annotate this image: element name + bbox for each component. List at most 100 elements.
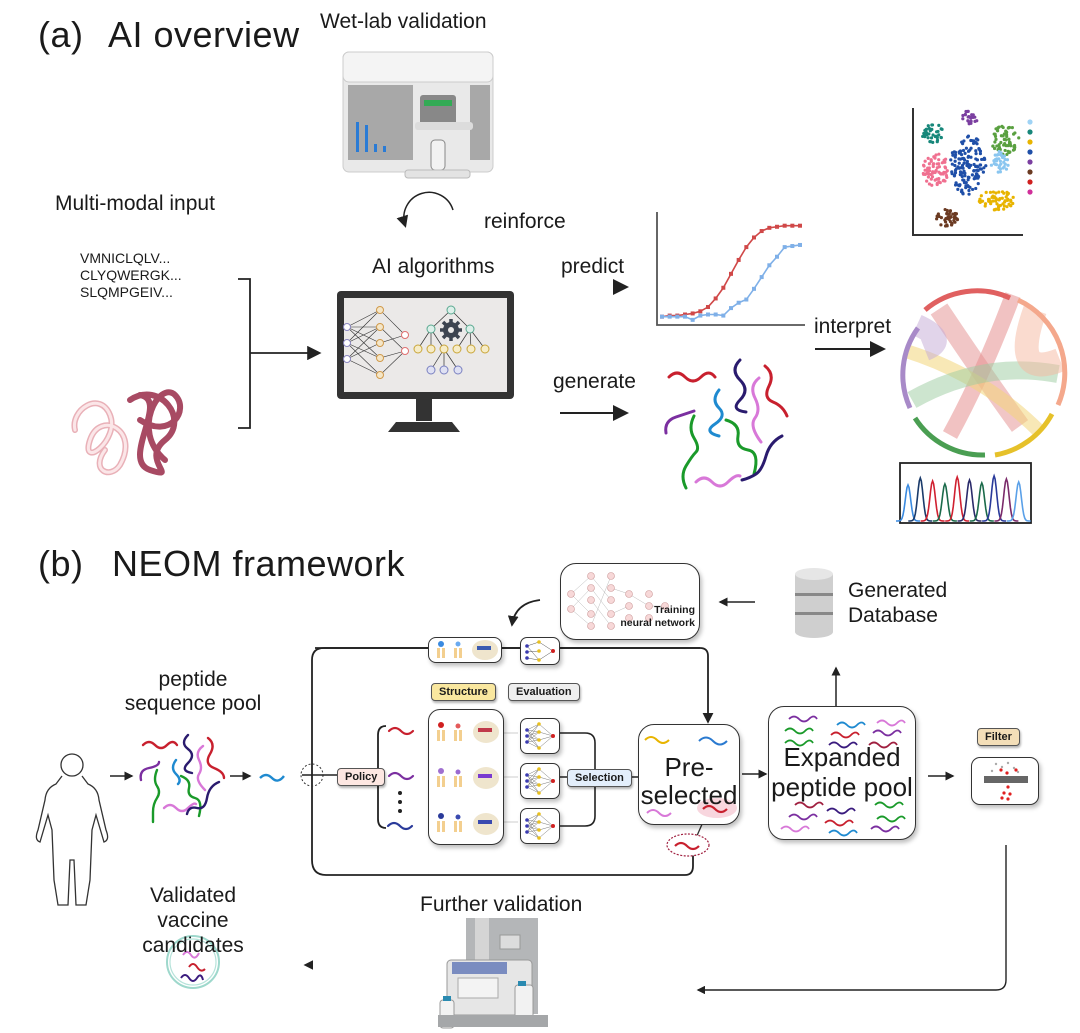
scatter-point xyxy=(927,132,931,136)
scatter-point xyxy=(957,184,962,188)
scatter-point xyxy=(939,136,943,140)
scatter-point xyxy=(969,115,973,120)
scatter-point xyxy=(981,170,985,174)
scatter-point xyxy=(997,149,1001,154)
scatter-point xyxy=(966,149,971,153)
curve-point xyxy=(675,314,680,319)
scatter-point xyxy=(937,152,941,156)
scatter-point xyxy=(972,139,976,143)
scatter-point xyxy=(969,146,973,150)
scatter-point xyxy=(953,155,957,159)
scatter-point xyxy=(993,140,997,144)
scatter-point xyxy=(963,171,967,175)
scatter-point xyxy=(935,181,939,185)
curve-point xyxy=(683,314,687,319)
scatter-point xyxy=(961,142,965,146)
chromatogram-peak xyxy=(1006,479,1031,522)
scatter-point xyxy=(994,207,998,211)
chromatogram-peak xyxy=(895,482,921,522)
scatter-point xyxy=(960,163,965,168)
panel-b-title: NEOM framework xyxy=(112,543,406,584)
expanded-peptide xyxy=(830,731,860,739)
scatter-point xyxy=(962,139,966,143)
scatter-point xyxy=(964,109,968,114)
scatter-point xyxy=(1001,125,1005,130)
legend-swatch xyxy=(1027,139,1033,145)
scatter-point xyxy=(978,152,983,156)
scatter-point xyxy=(973,175,977,180)
scatter-point xyxy=(952,215,957,219)
filter-box xyxy=(971,757,1039,805)
scatter-point xyxy=(1011,195,1015,199)
scatter-point xyxy=(998,163,1002,168)
scatter-point xyxy=(978,149,983,153)
training-nn-box: Training neural network xyxy=(560,563,700,640)
expanded-peptide xyxy=(780,825,810,833)
pool-label-line1: peptide xyxy=(158,668,228,691)
scatter-point xyxy=(950,222,954,226)
gear-icon xyxy=(440,319,462,341)
scatter-point xyxy=(929,172,933,177)
chromatogram-peak xyxy=(908,475,933,522)
scatter-point xyxy=(1000,190,1005,194)
training-label-line2: neural network xyxy=(620,617,695,629)
curve-point xyxy=(798,223,802,228)
scatter-point xyxy=(993,132,997,136)
generate-label: generate xyxy=(553,370,636,393)
expanded-label-line1: Expanded xyxy=(783,742,901,772)
policy-tag: Policy xyxy=(337,768,386,786)
expanded-peptide xyxy=(784,739,814,747)
expanded-peptide xyxy=(828,741,858,749)
curve-point xyxy=(782,223,787,228)
scatter-point xyxy=(1003,148,1007,153)
expanded-peptide xyxy=(788,813,818,821)
structure-column-box xyxy=(428,709,504,845)
scatter-point xyxy=(967,192,971,196)
scatter-point xyxy=(1005,190,1009,194)
scatter-point xyxy=(939,127,943,131)
scatter-point xyxy=(994,191,998,195)
scatter-point xyxy=(997,143,1001,147)
curve-point xyxy=(729,271,733,276)
scatter-point xyxy=(921,134,925,139)
scatter-point xyxy=(968,185,972,189)
expanded-peptide xyxy=(874,801,904,809)
scatter-point xyxy=(937,123,941,127)
scatter-point xyxy=(1011,148,1016,152)
chromatogram-peak xyxy=(920,478,945,522)
algorithms-label: AI algorithms xyxy=(372,255,495,278)
expanded-peptide xyxy=(826,807,856,815)
scatter-point xyxy=(995,144,999,148)
selection-tag: Selection xyxy=(567,769,632,787)
scatter-point xyxy=(960,174,964,179)
scatter-point xyxy=(976,182,980,186)
scatter-point xyxy=(926,136,930,140)
legend-swatch xyxy=(1027,149,1033,155)
curve-point xyxy=(752,235,756,240)
scatter-point xyxy=(930,123,934,127)
scatter-point xyxy=(997,190,1001,194)
expanded-peptide xyxy=(876,815,906,823)
curve-point xyxy=(782,245,787,250)
scatter-point xyxy=(1002,132,1006,136)
scatter-point xyxy=(961,148,966,153)
scatter-point xyxy=(930,175,935,179)
scatter-point xyxy=(953,171,958,175)
scatter-point xyxy=(977,146,981,151)
scatter-point xyxy=(1002,143,1006,147)
scatter-point xyxy=(953,153,958,157)
curve-point xyxy=(790,223,795,228)
scatter-point xyxy=(923,133,927,137)
chord-diagram-icon xyxy=(900,288,1068,458)
scatter-point xyxy=(974,137,979,141)
to-preselected-arrow xyxy=(699,647,714,724)
scatter-point xyxy=(991,199,995,203)
curve-point xyxy=(721,285,726,290)
scatter-point xyxy=(943,220,948,224)
curve-point xyxy=(759,275,764,280)
database-icon xyxy=(795,568,833,638)
scatter-point xyxy=(966,154,971,158)
scatter-point xyxy=(994,137,998,142)
scatter-point xyxy=(958,149,963,153)
scatter-point xyxy=(1005,134,1009,139)
